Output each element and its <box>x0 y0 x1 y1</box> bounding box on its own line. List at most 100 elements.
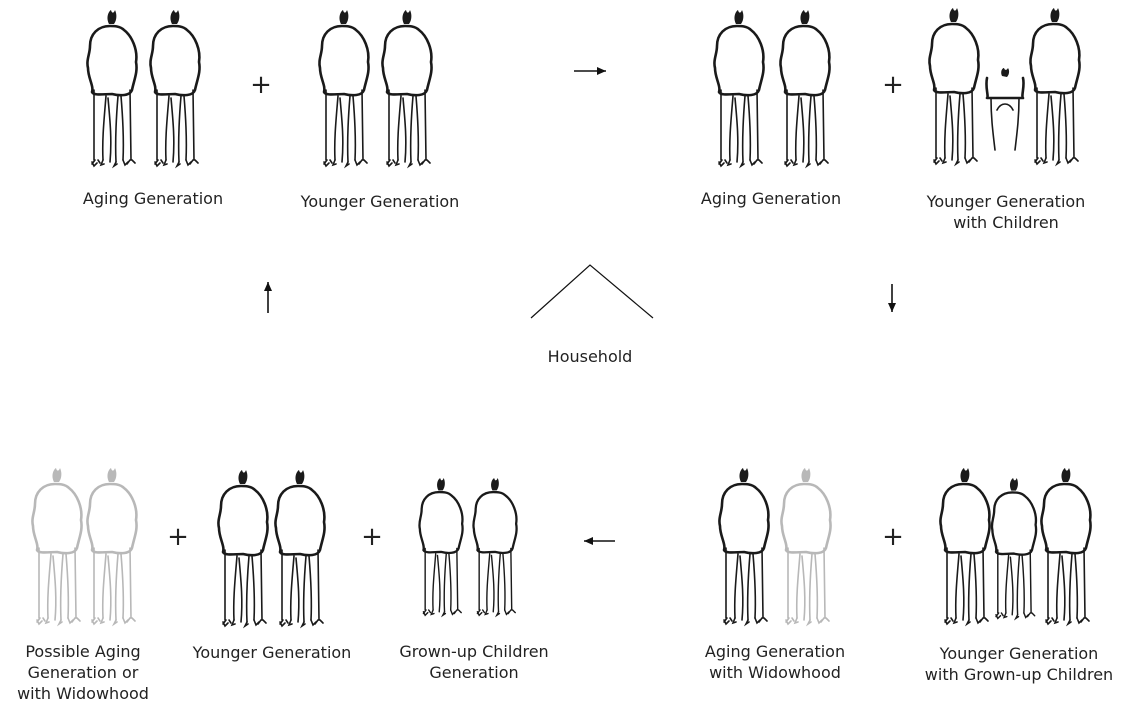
leg <box>979 547 989 623</box>
torso <box>86 24 138 97</box>
torso <box>418 490 464 555</box>
person-figure-icon <box>149 10 201 169</box>
torso <box>472 490 518 555</box>
person-figure-icon <box>779 10 831 169</box>
leg <box>943 93 954 161</box>
leg <box>333 95 344 163</box>
torso <box>779 24 831 97</box>
leg <box>164 95 175 163</box>
feet <box>91 617 129 627</box>
person-figure-icon <box>713 10 765 169</box>
label-top-right-younger: Younger Generation with Children <box>927 191 1086 233</box>
label-line: with Grown-up Children <box>924 665 1114 684</box>
leg <box>71 547 81 623</box>
feet <box>1045 617 1083 627</box>
hair-tuft <box>801 468 811 482</box>
leg <box>758 547 768 623</box>
feet <box>718 159 756 169</box>
leg <box>91 547 101 623</box>
label-line: Aging Generation <box>704 642 846 661</box>
feet <box>279 619 317 629</box>
leg <box>101 553 112 621</box>
label-grownup-children: Grown-up Children Generation <box>399 641 548 683</box>
leg <box>302 555 313 623</box>
plus-operator: + <box>882 70 904 100</box>
torso <box>274 484 326 557</box>
leg <box>741 95 752 163</box>
hair-tuft <box>800 10 810 24</box>
torso <box>86 482 138 555</box>
person-figure-icon <box>217 470 269 629</box>
label-possible-aging: Possible Aging Generation or with Widowh… <box>17 641 149 704</box>
label-bottom-right-aging: Aging Generation with Widowhood <box>705 641 845 683</box>
hair-tuft <box>949 8 959 22</box>
leg <box>59 553 70 621</box>
leg <box>956 93 967 161</box>
label-top-left-aging: Aging Generation <box>82 189 224 208</box>
hair-tuft <box>1050 8 1060 22</box>
leg <box>101 95 112 163</box>
feet <box>154 159 192 169</box>
person-figure-icon <box>472 478 518 618</box>
leg <box>1044 93 1055 161</box>
label-bottom-younger: Younger Generation <box>192 643 352 662</box>
label-line: Generation or <box>27 663 139 682</box>
leg <box>358 89 368 165</box>
feet <box>91 159 129 169</box>
arrow-icon <box>574 67 606 75</box>
label-top-left-younger: Younger Generation <box>300 192 460 211</box>
label-line: Younger Generation <box>939 644 1099 663</box>
torso <box>31 482 83 555</box>
leg <box>154 89 164 165</box>
child-figure-icon <box>985 68 1025 151</box>
feet <box>785 617 823 627</box>
leg <box>784 89 794 165</box>
label-line: with Children <box>953 213 1059 232</box>
hair-tuft <box>339 10 349 24</box>
leg <box>933 87 943 163</box>
person-figure-icon <box>86 468 138 627</box>
hair-tuft <box>960 468 970 482</box>
hair-tuft <box>170 10 180 24</box>
leg <box>257 549 267 625</box>
leg <box>497 552 506 613</box>
hair-tuft <box>1009 478 1018 491</box>
arrow-icon <box>264 282 272 313</box>
torso <box>990 491 1038 556</box>
torso <box>928 22 980 95</box>
leg <box>1068 553 1079 621</box>
label-line: with Widowhood <box>17 684 149 703</box>
feet <box>995 612 1030 621</box>
leg <box>289 555 300 623</box>
label-household: Household <box>547 347 633 366</box>
person-figure-icon <box>939 468 991 627</box>
leg <box>746 553 757 621</box>
leg <box>795 553 806 621</box>
leg <box>728 95 739 163</box>
label-line: Possible Aging <box>25 642 141 661</box>
hair-tuft <box>402 10 412 24</box>
torso <box>939 482 991 555</box>
hair-tuft <box>734 10 744 24</box>
arrow-head <box>597 67 606 75</box>
leg <box>486 552 495 613</box>
hair-tuft <box>1001 68 1010 77</box>
leg <box>46 553 57 621</box>
leg <box>279 549 289 625</box>
leg <box>432 552 441 613</box>
feet <box>323 159 361 169</box>
arrow-icon <box>584 537 615 545</box>
torso <box>1040 482 1092 555</box>
plus-operator: + <box>250 70 272 100</box>
leg <box>718 89 728 165</box>
arrow-head <box>264 282 272 291</box>
feet <box>784 159 822 169</box>
leg <box>794 95 805 163</box>
label-line: Younger Generation <box>926 192 1086 211</box>
leg <box>507 547 516 615</box>
leg <box>1004 554 1014 616</box>
leg <box>785 547 795 623</box>
torso <box>1029 22 1081 95</box>
leg <box>1069 87 1079 163</box>
